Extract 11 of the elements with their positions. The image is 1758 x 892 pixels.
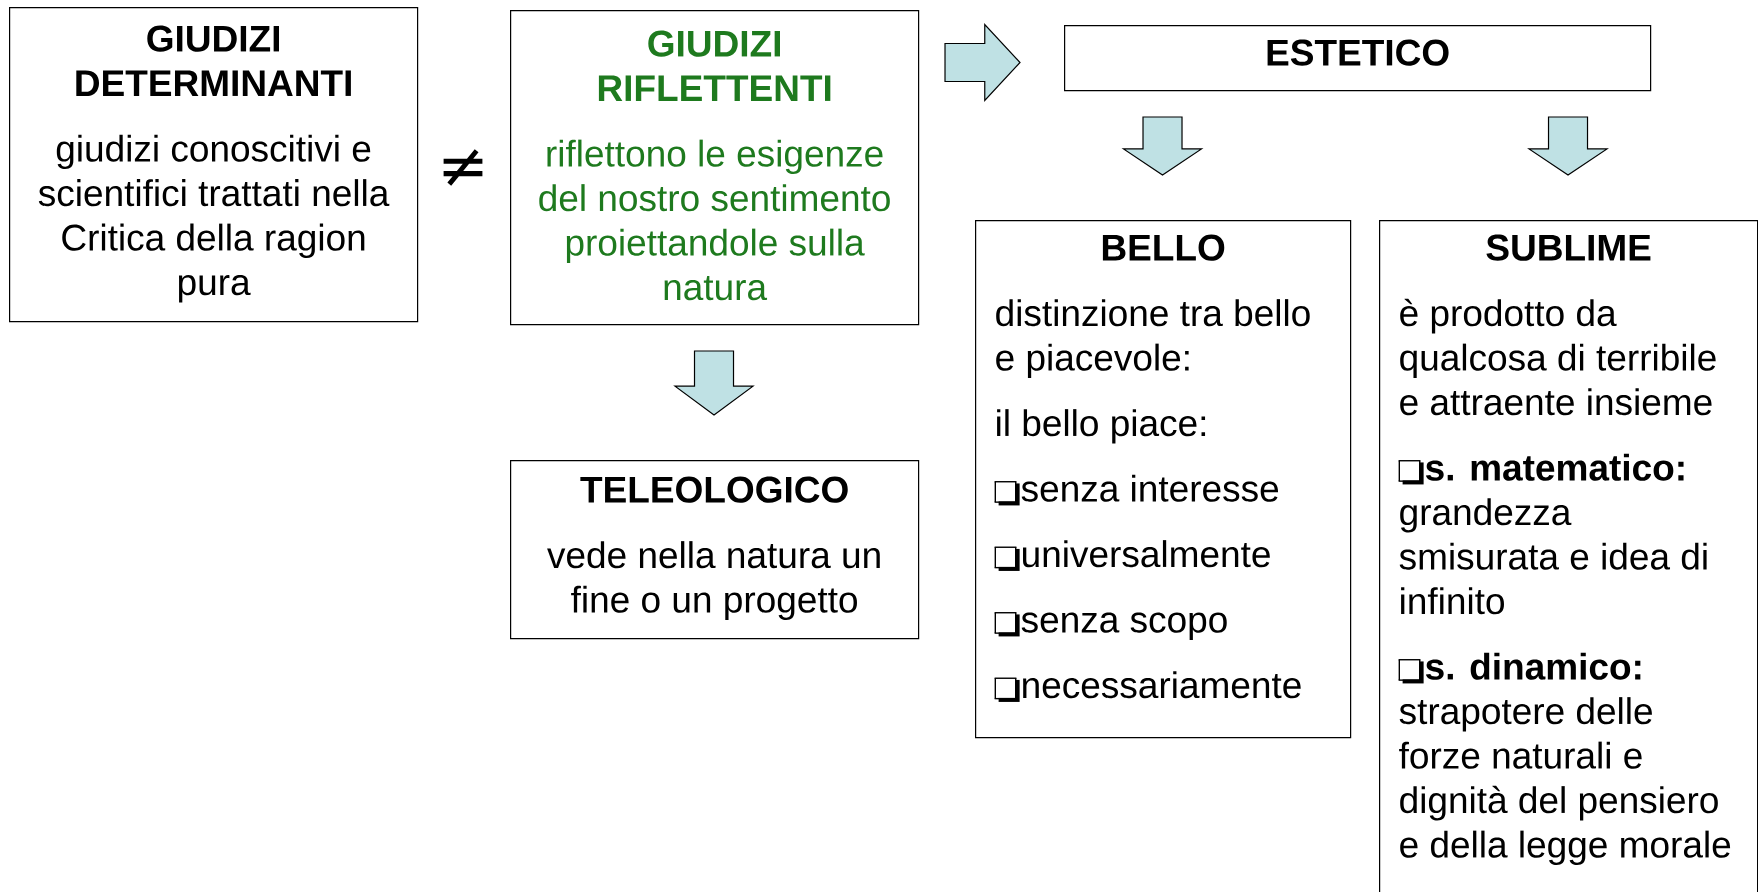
block-arrow [673, 350, 755, 416]
not-equal-sign: ≠ [443, 149, 483, 186]
block-arrow [944, 22, 1021, 102]
text-box: GIUDIZI RIFLETTENTI riflettono le esigenze del nostro sentimento proiettandole sulla natura [510, 10, 920, 326]
block-arrow [1527, 116, 1609, 176]
text-box: SUBLIME è prodotto da qualcosa di terribile e attraente insieme s. matematico: grandezza smisurata e idea di infinito s. dinamico: strapotere delle forze naturali e dignità del pensiero e della legge morale [1379, 220, 1758, 892]
block-arrow [1121, 116, 1204, 176]
text-box: ESTETICO [1064, 25, 1652, 92]
text-box: TELEOLOGICO vede nella natura un fine o un progetto [510, 460, 920, 640]
text-box: BELLO distinzione tra bello e piacevole: il bello piace: senza interesse universalmente senza scopo necessariamente [975, 220, 1352, 739]
text-box: GIUDIZI DETERMINANTI giudizi conoscitivi e scientifici trattati nella Critica della ragion pura [9, 7, 419, 323]
